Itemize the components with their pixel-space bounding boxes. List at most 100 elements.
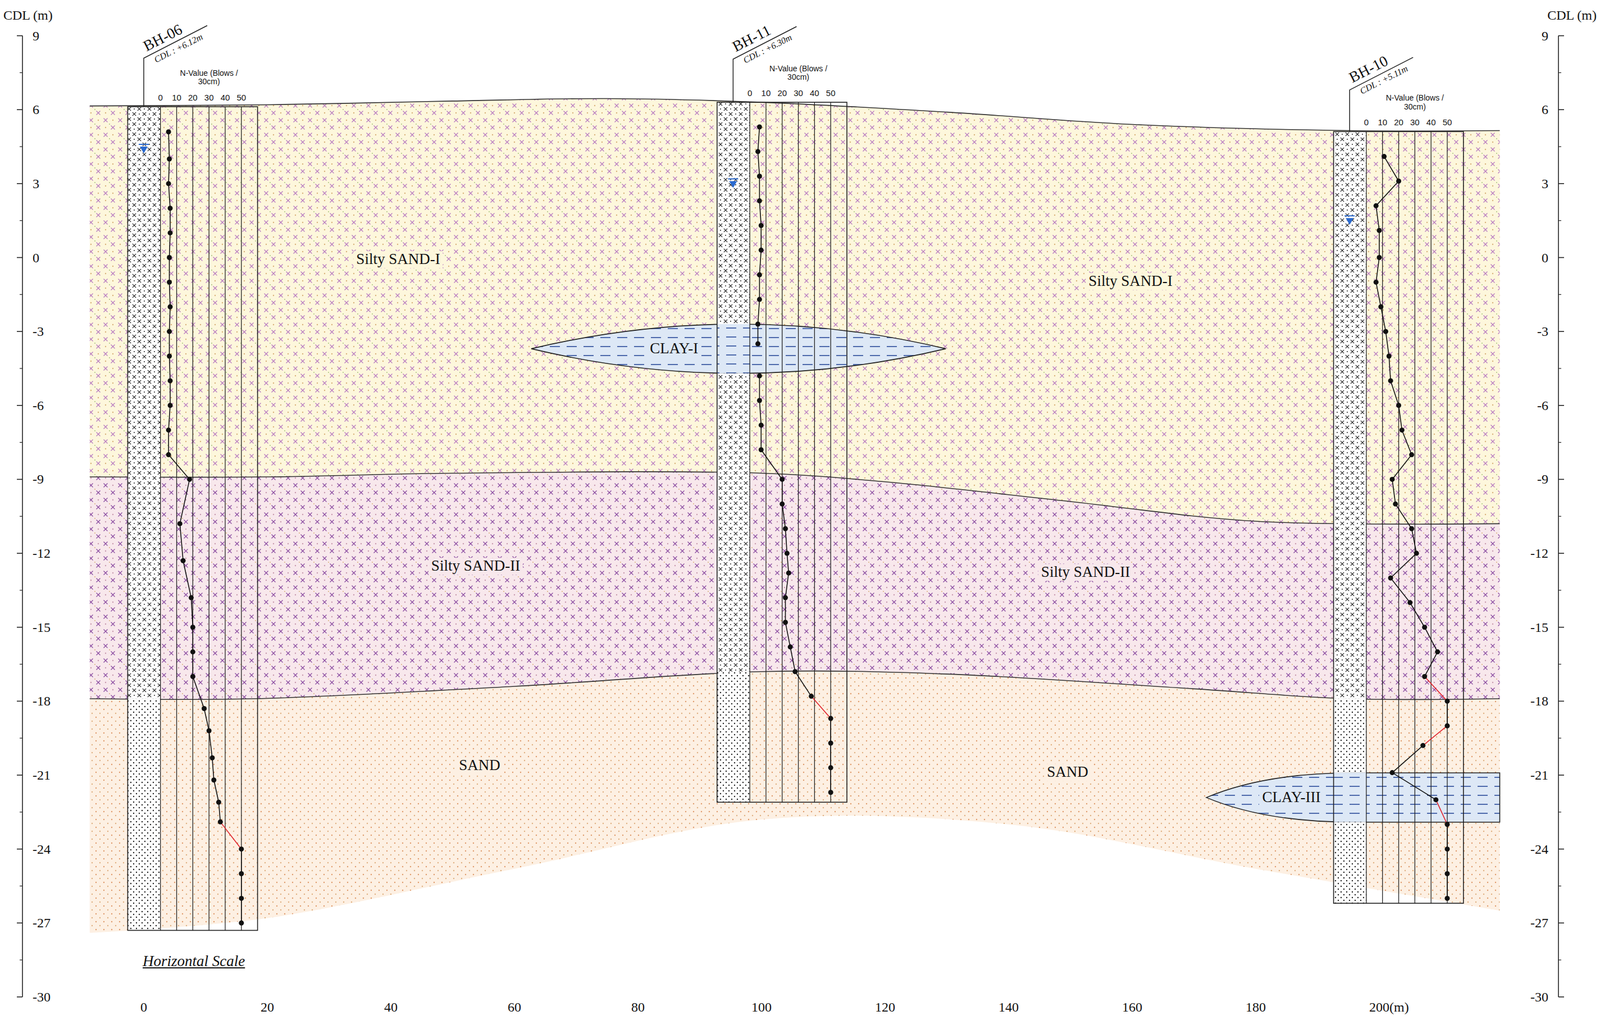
axis-tick-label: -18 bbox=[1530, 693, 1549, 709]
n-value-point bbox=[188, 595, 194, 601]
borehole bbox=[127, 25, 258, 931]
n-value-scale: 50 bbox=[826, 88, 836, 99]
n-value-point bbox=[1414, 550, 1420, 556]
n-value-grid bbox=[1365, 131, 1367, 904]
axis-tick-label: 9 bbox=[32, 28, 40, 43]
soil-column-segment bbox=[1333, 698, 1367, 773]
water-table-symbol bbox=[1344, 215, 1355, 217]
scale-tick-label: 120 bbox=[874, 999, 896, 1015]
n-value-scale: 30 bbox=[204, 93, 214, 103]
axis-title: CDL (m) bbox=[3, 7, 53, 23]
layer-name: Silty SAND-II bbox=[428, 557, 523, 575]
n-value-point bbox=[755, 341, 761, 347]
n-value-line bbox=[169, 281, 171, 307]
soil-column-segment bbox=[127, 698, 161, 931]
n-value-grid bbox=[765, 102, 767, 802]
n-value-line bbox=[795, 671, 812, 697]
n-value-point bbox=[1392, 501, 1398, 507]
axis-tick-label: -18 bbox=[32, 693, 51, 709]
n-value-point bbox=[166, 180, 172, 186]
n-value-line bbox=[1392, 745, 1424, 773]
clay-lens: CLAY-III bbox=[1206, 772, 1501, 823]
n-value-line bbox=[213, 780, 220, 802]
layer-name: Silty SAND-I bbox=[1085, 272, 1175, 290]
axis-tick-label: 9 bbox=[1541, 28, 1549, 43]
n-value-line bbox=[169, 356, 171, 381]
n-value-line bbox=[208, 730, 213, 758]
n-value-line bbox=[1380, 306, 1387, 332]
n-value-point bbox=[1444, 723, 1451, 729]
scale-tick-label: 40 bbox=[384, 999, 398, 1015]
scale-tick-label: 200(m) bbox=[1369, 999, 1410, 1015]
axis-tick bbox=[1558, 183, 1565, 185]
axis-tick-label: -21 bbox=[1530, 767, 1549, 783]
n-value-line bbox=[785, 572, 790, 598]
n-value-point bbox=[166, 452, 172, 458]
n-value-point bbox=[758, 247, 764, 253]
n-value-line bbox=[1392, 479, 1396, 504]
axis-tick-label: -3 bbox=[32, 324, 44, 339]
n-value-point bbox=[166, 156, 172, 162]
n-value-line bbox=[1436, 799, 1448, 825]
n-value-point bbox=[1434, 649, 1440, 655]
n-value-point bbox=[1389, 769, 1396, 776]
layer-boundary bbox=[89, 671, 1501, 700]
n-value-line bbox=[167, 430, 170, 455]
n-value-point bbox=[180, 558, 186, 564]
axis-minor-tick bbox=[1558, 663, 1562, 665]
n-value-point bbox=[1421, 624, 1428, 630]
n-value-grid bbox=[240, 106, 242, 931]
n-value-line bbox=[760, 449, 782, 480]
axis-tick-label: -27 bbox=[32, 915, 51, 931]
n-value-point bbox=[209, 755, 215, 761]
n-value-line bbox=[168, 183, 171, 209]
n-value-line bbox=[1375, 180, 1399, 206]
axis-minor-tick bbox=[1558, 220, 1562, 221]
n-value-point bbox=[755, 148, 761, 154]
n-value-point bbox=[1420, 742, 1426, 749]
n-value-point bbox=[217, 819, 223, 825]
n-value-point bbox=[757, 272, 763, 278]
axis-tick bbox=[16, 774, 23, 776]
axis-minor-tick bbox=[19, 737, 23, 739]
n-value-point bbox=[1444, 846, 1451, 852]
n-value-line bbox=[192, 627, 194, 653]
n-value-line bbox=[759, 375, 761, 401]
soil-column-segment bbox=[1333, 772, 1367, 823]
n-value-point bbox=[1444, 821, 1451, 827]
n-value-grid bbox=[192, 106, 194, 931]
n-value-point bbox=[166, 329, 172, 335]
n-value-scale: 0 bbox=[158, 93, 163, 103]
n-value-point bbox=[166, 353, 172, 359]
n-value-point bbox=[1396, 178, 1402, 184]
n-value-point bbox=[779, 501, 785, 507]
n-value-line bbox=[240, 849, 243, 874]
n-value-point bbox=[1407, 599, 1413, 605]
borehole-frame bbox=[1333, 131, 1464, 904]
n-value-line bbox=[1446, 824, 1448, 850]
scale-tick-label: 100 bbox=[751, 999, 772, 1015]
axis-tick-label: 0 bbox=[1541, 249, 1549, 265]
n-value-line bbox=[1390, 380, 1399, 406]
silty-sand-2-layer bbox=[89, 471, 1501, 700]
n-value-point bbox=[808, 693, 814, 699]
n-value-point bbox=[190, 673, 196, 679]
n-value-line bbox=[169, 233, 171, 258]
water-table-symbol bbox=[1345, 217, 1354, 225]
n-value-point bbox=[757, 373, 763, 379]
layer-boundary bbox=[89, 98, 1501, 131]
n-value-point bbox=[167, 205, 173, 211]
n-value-line bbox=[169, 331, 171, 357]
n-value-line bbox=[760, 425, 762, 450]
axis-title: CDL (m) bbox=[1547, 7, 1597, 23]
axis-minor-tick bbox=[19, 663, 23, 665]
n-value-line bbox=[192, 652, 194, 677]
axis-tick bbox=[16, 35, 23, 37]
n-value-point bbox=[211, 777, 217, 783]
n-value-line bbox=[759, 274, 761, 300]
n-value-scale: 10 bbox=[171, 93, 182, 103]
n-value-line bbox=[830, 742, 832, 768]
n-value-line bbox=[1395, 503, 1412, 529]
n-value-point bbox=[1378, 304, 1384, 310]
n-value-point bbox=[757, 297, 763, 303]
